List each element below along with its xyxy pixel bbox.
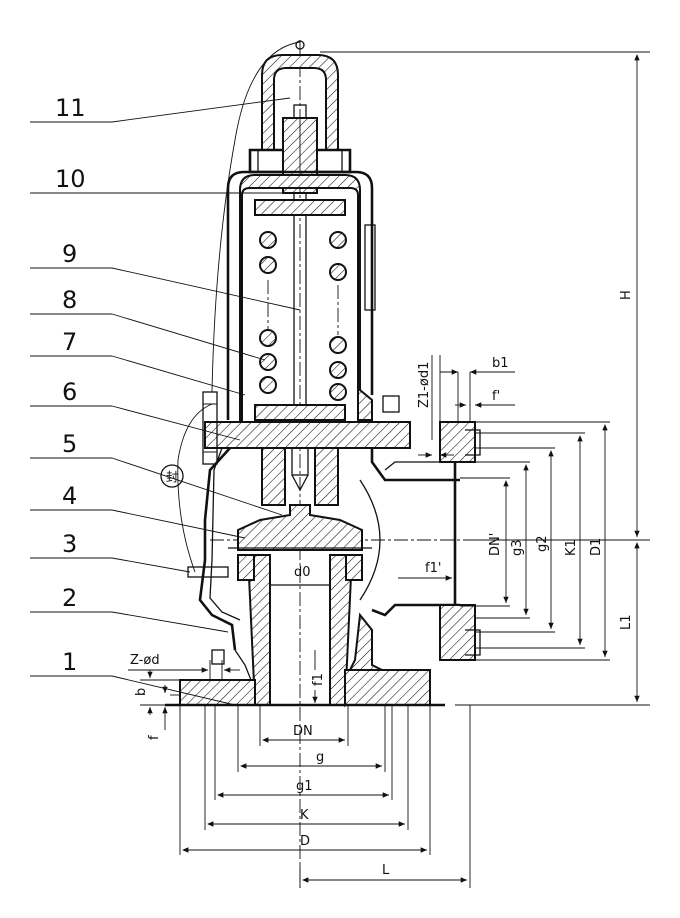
dimension-labels: H L1 D1 K1 g2 g3 DN' f1' d0 Z1-ød1 b1 f'… (130, 290, 634, 878)
nozzle (237, 554, 363, 706)
dim-g: g (316, 750, 324, 765)
dim-DN-prime: DN' (488, 533, 503, 556)
seal-label: 封 (166, 470, 178, 484)
dim-L: L (382, 863, 390, 878)
guide-disc (228, 447, 372, 551)
dim-D1: D1 (589, 538, 604, 556)
callout-3: 3 (62, 530, 77, 558)
dim-DN: DN (293, 724, 313, 739)
dim-D: D (300, 834, 310, 849)
callout-labels: 11 10 9 8 7 6 5 4 3 2 1 (55, 94, 86, 676)
dim-Z-d: Z-ød (130, 653, 160, 668)
dim-g3: g3 (510, 539, 525, 556)
right-dimension-lines (320, 51, 650, 706)
bottom-dimension-lines (128, 650, 471, 888)
dim-g2: g2 (535, 535, 550, 552)
callout-6: 6 (62, 378, 77, 406)
dim-b: b (134, 688, 149, 696)
dim-Z1-d1: Z1-ød1 (417, 362, 432, 408)
callout-7: 7 (62, 328, 77, 356)
dim-f: f (147, 735, 162, 740)
dim-g1: g1 (296, 779, 313, 794)
callout-8: 8 (62, 286, 77, 314)
inlet-flange (165, 649, 445, 707)
callout-4: 4 (62, 482, 77, 510)
dim-K1: K1 (564, 539, 579, 556)
seal-symbol (160, 464, 184, 488)
dim-d0: d0 (294, 565, 311, 580)
callout-9: 9 (62, 240, 77, 268)
callout-5: 5 (62, 430, 77, 458)
dim-b1: b1 (492, 356, 509, 371)
callout-1: 1 (62, 648, 77, 676)
dim-f-prime: f' (492, 389, 500, 404)
dim-K: K (300, 808, 309, 823)
spring (254, 199, 347, 421)
callout-leaders (30, 97, 301, 706)
bonnet-housing (226, 170, 376, 421)
dim-H: H (619, 290, 634, 300)
dim-L1: L1 (619, 614, 634, 630)
bonnet-flange (202, 391, 411, 465)
callout-11: 11 (55, 94, 86, 122)
callout-2: 2 (62, 584, 77, 612)
dim-f1-prime: f1' (425, 561, 441, 576)
dim-f1: f1 (311, 673, 326, 686)
callout-10: 10 (55, 165, 86, 193)
